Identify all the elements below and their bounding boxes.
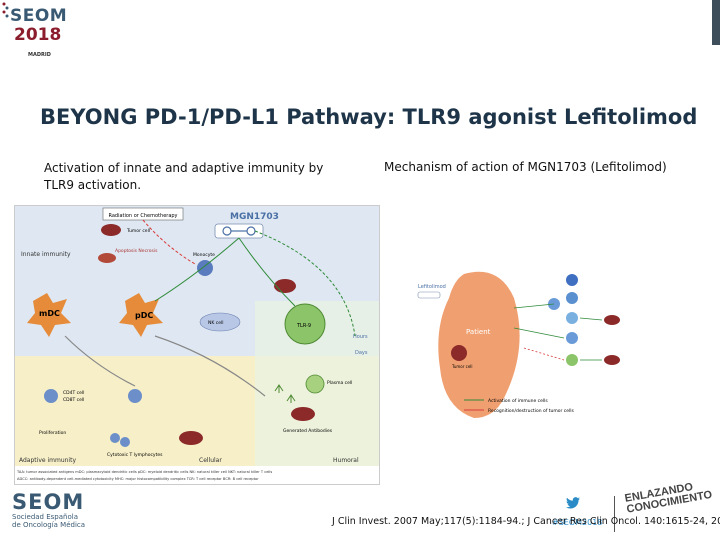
tumor-cell-top [101, 224, 121, 236]
cd4-cell [44, 389, 58, 403]
hours-label: Hours [353, 334, 368, 340]
legend-2: Recognition/destruction of tumor cells [488, 408, 575, 414]
cd8-label: CD8T cell [63, 397, 84, 403]
tumor-cell-label-2: Tumor cell [451, 364, 473, 369]
pdc-cell [119, 293, 163, 337]
footer-logo-sub: Sociedad Española de Oncología Médica [12, 513, 85, 529]
tumor-cell-mid [274, 279, 296, 293]
monocyte-cell [197, 260, 213, 276]
logo-line-3: MADRID [28, 52, 51, 58]
tumor-cell-label: Tumor cell [126, 228, 150, 234]
footer-logo-sub-1: Sociedad Española [12, 513, 78, 521]
apoptosis-label: Apoptosis Necrosis [115, 248, 158, 254]
mgn1703-label: MGN1703 [230, 212, 279, 222]
plasma-cell-label: Plasma cell [327, 380, 352, 386]
legend-1: Activation of immune cells [488, 398, 548, 404]
mechanism-diagram: Lefitolimod Patient Tumor cell Activatio… [404, 268, 680, 418]
proliferation-label: Proliferation [39, 430, 66, 436]
pdc-label: pDC [135, 311, 153, 320]
hashtag: #SEOM2018 [552, 518, 603, 527]
tumor-cell-humoral [291, 407, 315, 421]
monocyte-label: Monocyte [193, 252, 215, 258]
lefitolimod-label: Lefitolimod [418, 284, 446, 290]
seom-2018-logo: SEOM 2018 MADRID [0, 0, 74, 70]
patient-silhouette [438, 271, 520, 418]
tlr9-label: TLR-9 [296, 323, 311, 329]
antibodies-label: Generated Antibodies [283, 428, 333, 434]
nk-cell [199, 312, 241, 332]
footnote-2: ADCC: antibody-dependent cell-mediated c… [17, 477, 259, 481]
apoptotic-cell [98, 253, 116, 263]
twitter-icon [566, 497, 580, 513]
footnote-1: TAA: tumor associated antigens mDC: plas… [16, 470, 272, 474]
cd4-label: CD4T cell [63, 390, 84, 396]
cd8-cell [128, 389, 142, 403]
seom-footer-logo: SEOM Sociedad Española de Oncología Médi… [12, 490, 112, 534]
immunity-diagram-figure: Radiation or Chemotherapy MGN1703 Tumor … [15, 206, 379, 484]
days-label: Days [355, 350, 368, 356]
caption-left: Activation of innate and adaptive immuni… [44, 161, 324, 192]
immunity-diagram: Radiation or Chemotherapy MGN1703 Tumor … [14, 205, 380, 485]
humoral-label: Humoral [333, 457, 359, 464]
logo-line-1: SEOM [10, 6, 68, 26]
mdc-cell [27, 293, 71, 337]
caption-right: Mechanism of action of MGN1703 (Lefitoli… [384, 160, 667, 174]
adaptive-immunity-label: Adaptive immunity [19, 457, 76, 464]
tumor-cell-bottom [179, 431, 203, 445]
radiation-label: Radiation or Chemotherapy [108, 213, 177, 219]
tumor-cell-patient [451, 345, 467, 361]
mechanism-diagram-figure: Lefitolimod Patient Tumor cell Activatio… [417, 271, 620, 418]
patient-label: Patient [466, 328, 491, 336]
footer-divider [614, 496, 615, 532]
corner-accent-bar [712, 0, 720, 45]
radiation-box [102, 207, 184, 221]
slide-title: BEYONG PD-1/PD-L1 Pathway: TLR9 agonist … [40, 105, 698, 129]
mdc-label: mDC [39, 309, 60, 318]
nk-cell-label: NK cell [208, 320, 224, 326]
logo-dots-icon [2, 2, 9, 18]
b-cell [284, 303, 326, 345]
logo-line-2: 2018 [14, 25, 62, 45]
footer-logo-sub-2: de Oncología Médica [12, 521, 86, 529]
plasma-cell [305, 374, 325, 394]
cellular-label: Cellular [199, 457, 222, 464]
innate-immunity-label: Innate immunity [21, 251, 71, 258]
reference-citation: J Clin Invest. 2007 May;117(5):1184-94.;… [332, 516, 720, 527]
cytotoxic-label: Cytotoxic T lymphocytes [107, 452, 163, 458]
footer-logo-name: SEOM [12, 490, 85, 514]
